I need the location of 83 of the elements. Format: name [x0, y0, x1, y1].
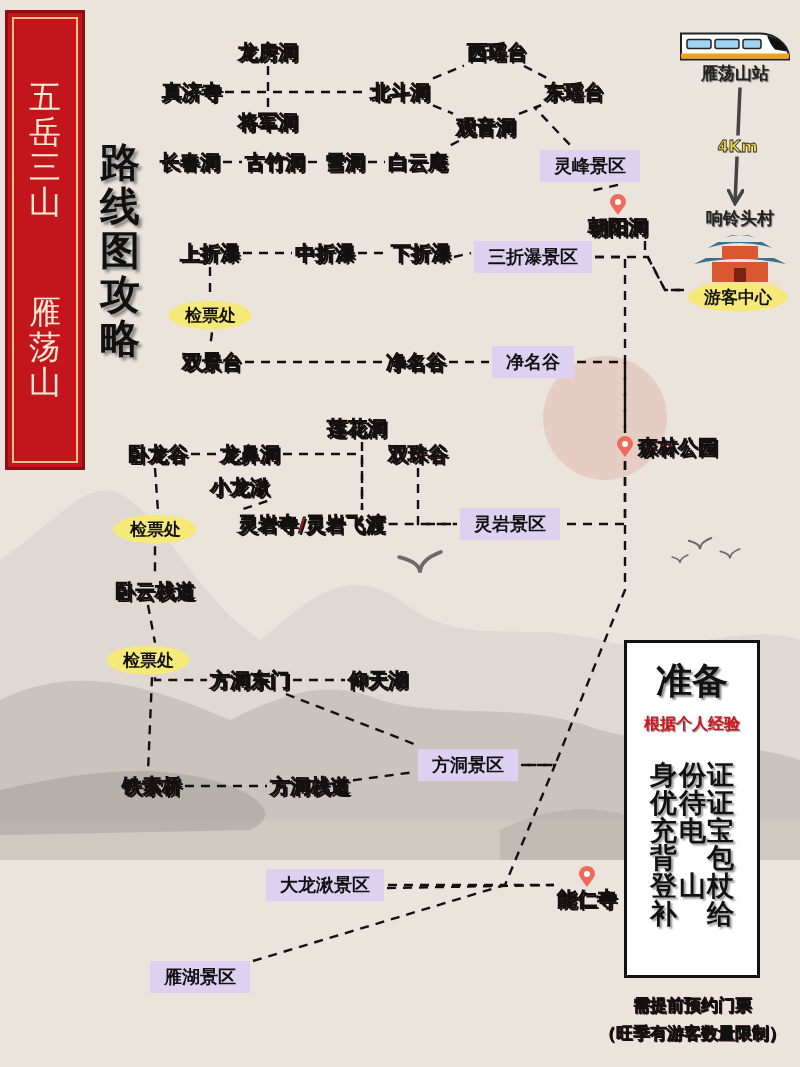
place-name: 龙鼻洞 — [220, 443, 280, 465]
place-name: 方洞东门 — [210, 669, 290, 691]
route-line — [266, 66, 270, 108]
place-name: 仰天湖 — [348, 669, 408, 691]
place-name: 古竹洞 — [245, 151, 305, 173]
checkpoint-label: 检票处 — [113, 514, 197, 544]
scenic-area-label: 灵岩景区 — [460, 508, 560, 540]
route-line — [368, 160, 385, 164]
place-name: 西瑶台 — [467, 41, 527, 63]
station-name: 雁荡山站 — [701, 61, 769, 85]
route-line — [449, 360, 489, 364]
route-line — [432, 104, 454, 115]
checkpoint-label: 游客中心 — [688, 282, 788, 312]
checklist-item: 补 给 — [650, 900, 734, 928]
notice-text: （旺季有游客数量限制） — [598, 1021, 786, 1045]
place-name: 观音洞 — [456, 116, 516, 138]
edge-label: 4Km — [715, 135, 760, 156]
title-banner — [5, 10, 85, 470]
place-name: 下折瀑 — [391, 242, 451, 264]
place-name: 朝阳洞 — [588, 216, 648, 238]
place-name: 将军洞 — [238, 111, 298, 133]
place-name: 雪洞 — [325, 151, 365, 173]
place-name: 白云庵 — [388, 151, 448, 173]
route-line — [191, 452, 217, 456]
route-line — [153, 677, 207, 682]
route-line — [432, 64, 465, 80]
checklist-item: 登山杖 — [650, 872, 734, 900]
route-line — [532, 104, 573, 148]
scenic-area-label: 三折瀑景区 — [474, 241, 592, 273]
checkpoint-label: 检票处 — [168, 300, 252, 330]
place-name: 灵岩寺/灵岩飞渡 — [238, 513, 386, 535]
place-name: 卧云栈道 — [115, 580, 195, 602]
scenic-area-label: 灵峰景区 — [540, 150, 640, 182]
checklist-item: 优待证 — [650, 788, 734, 817]
route-line — [453, 251, 472, 259]
route-line — [577, 360, 627, 433]
checklist-item: 充电宝 — [650, 816, 734, 845]
place-name: 能仁寺 — [557, 888, 617, 910]
scenic-area-label: 方洞景区 — [418, 749, 518, 781]
map-title: 路线图攻略 — [100, 140, 140, 360]
place-name: 莲花洞 — [327, 417, 387, 439]
route-line — [643, 241, 685, 292]
banner-title: 雁荡山 — [29, 294, 61, 401]
route-line — [243, 251, 292, 255]
banner-title: 五岳三山 — [29, 79, 61, 221]
route-line — [360, 442, 364, 510]
place-name: 长春洞 — [160, 151, 220, 173]
place-name: 真济寺 — [162, 81, 222, 103]
place-name: 北斗洞 — [370, 81, 430, 103]
scenic-area-label: 雁湖景区 — [150, 961, 250, 993]
place-name: 东瑶台 — [544, 81, 604, 103]
checklist-subtitle: 根据个人经验 — [644, 714, 740, 735]
checklist-item: 背 包 — [650, 844, 734, 873]
route-line — [146, 604, 157, 643]
checklist-item: 身份证 — [650, 761, 734, 789]
place-name: 小龙湫 — [210, 476, 270, 498]
route-line — [223, 160, 242, 164]
place-name: 方洞栈道 — [270, 775, 350, 797]
place-name: 中折瀑 — [295, 242, 355, 264]
route-line — [523, 64, 548, 80]
checklist-panel — [624, 640, 760, 978]
route-line — [518, 104, 542, 115]
route-line — [388, 522, 457, 526]
scenic-area-label: 净名谷 — [492, 346, 574, 378]
place-name: 净名谷 — [386, 351, 446, 373]
place-name: 响铃头村 — [706, 206, 774, 230]
place-name: 双珠谷 — [388, 443, 448, 465]
route-line — [245, 360, 383, 364]
checkpoint-label: 检票处 — [106, 645, 190, 675]
route-line — [387, 763, 557, 887]
place-name: 双景台 — [182, 351, 242, 373]
route-line — [153, 467, 160, 512]
route-line — [293, 678, 345, 682]
notice-text: 需提前预约门票 — [632, 993, 752, 1017]
route-line — [252, 883, 554, 963]
scenic-area-label: 大龙湫景区 — [266, 869, 384, 901]
place-name: 上折瀑 — [180, 242, 240, 264]
place-name: 森林公园 — [638, 436, 718, 458]
route-line — [185, 784, 267, 788]
place-name: 卧龙谷 — [128, 443, 188, 465]
place-name: 龙房洞 — [238, 41, 298, 63]
place-name: 铁索桥 — [122, 775, 182, 797]
checklist-heading: 准备 — [656, 659, 728, 703]
